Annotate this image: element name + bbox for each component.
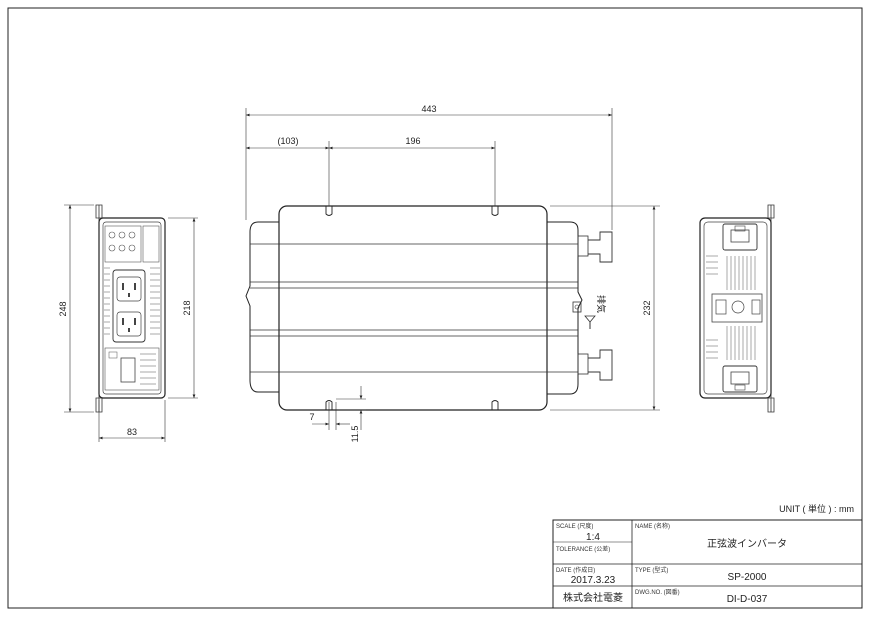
date-label: DATE (作成日) [556,566,595,574]
name-value: 正弦波インバータ [707,537,787,550]
dim-front-width: 83 [127,427,137,437]
dim-slot-width: 7 [309,412,314,422]
exhaust-label: 排気 [596,295,607,313]
title-block: SCALE (尺度) 1:4 TOLERANCE (公差) DATE (作成日)… [552,519,863,609]
name-label: NAME (名称) [635,522,670,530]
scale-label: SCALE (尺度) [556,522,593,530]
date-value: 2017.3.23 [571,575,616,586]
top-view: 排気 443 (103) 196 232 7 11.5 [245,104,660,443]
type-label: TYPE (型式) [635,566,668,574]
dim-front-body-height: 218 [182,300,192,315]
scale-value: 1:4 [586,532,600,543]
type-value: SP-2000 [728,572,767,583]
tolerance-label: TOLERANCE (公差) [556,545,610,553]
drawing-frame [7,7,863,609]
dim-mount-spacing: 196 [405,136,420,146]
dim-front-height: 248 [58,301,68,316]
dwg-label: DWG.NO. (図番) [635,589,680,596]
front-view: 248 218 83 [58,204,198,442]
dim-slot-depth: 11.5 [350,426,360,443]
rear-view [699,204,775,413]
dim-overall-length: 443 [421,104,436,114]
dwg-value: DI-D-037 [727,594,768,605]
dim-offset-left: (103) [277,136,298,146]
company-name: 株式会社電菱 [563,591,623,604]
dim-body-width: 232 [642,300,652,315]
unit-label: UNIT ( 単位 ) : mm [779,503,854,514]
